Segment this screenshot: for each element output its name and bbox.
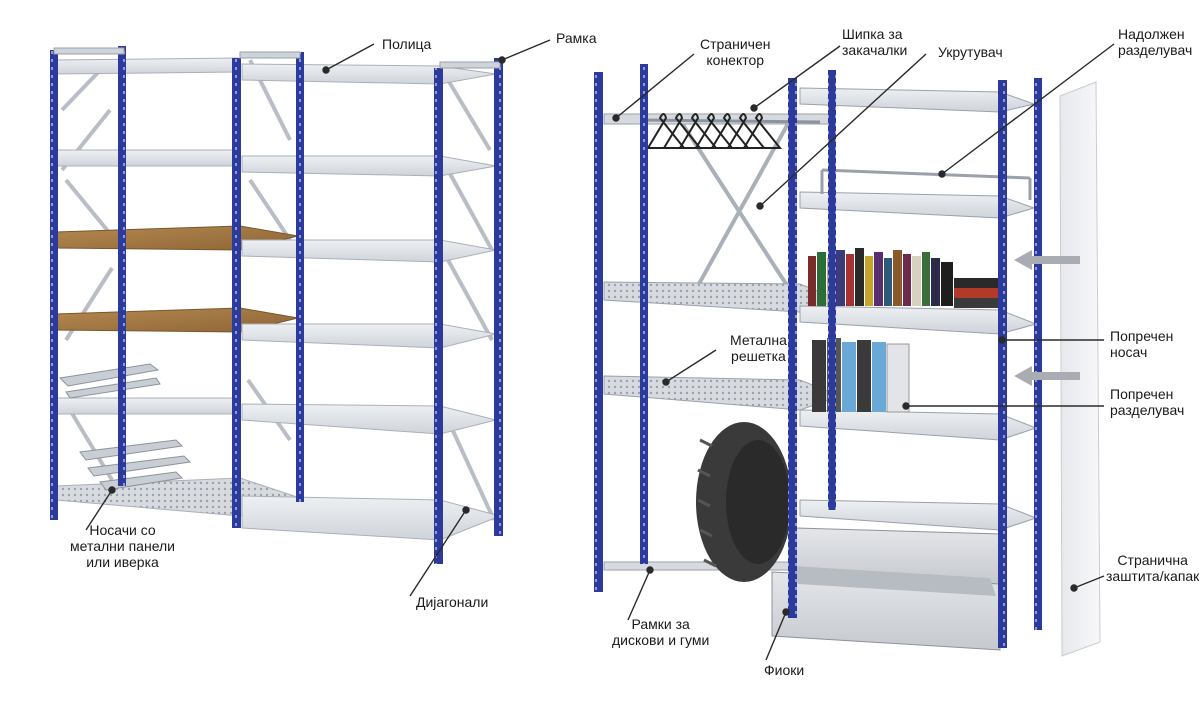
hangers	[646, 113, 783, 149]
side-cover-panel	[1059, 81, 1101, 657]
label-diagonals: Дијагонали	[416, 594, 489, 610]
leader-lines	[85, 39, 1115, 661]
label-top-divider: Надолжен разделувач	[1118, 26, 1193, 58]
label-frame: Рамка	[556, 30, 597, 46]
drawers	[771, 527, 1001, 651]
right-uprights	[594, 64, 1042, 648]
label-metal-grid: Метална решетка	[730, 332, 787, 364]
label-side-connector: Страничен конектор	[700, 36, 771, 68]
left-uprights	[50, 46, 503, 564]
label-side-cover: Странична заштита/капак	[1106, 552, 1200, 584]
hanger-rod	[603, 113, 833, 125]
right-unit-right-bay	[799, 87, 1038, 531]
label-cross-beam: Попречен носач	[1110, 328, 1174, 360]
tire	[696, 422, 792, 582]
label-drawers: Фиоки	[764, 662, 805, 678]
panel-support-brackets	[58, 363, 192, 491]
left-shelving-unit	[50, 46, 503, 564]
label-stiffener: Укрутувач	[938, 44, 1003, 60]
right-bay-shelves	[241, 63, 502, 541]
label-shelf: Полица	[382, 36, 432, 52]
label-rim-frames: Рамки за дискови и гуми	[612, 616, 710, 648]
books	[808, 248, 1000, 308]
arrow-markers	[1014, 250, 1080, 386]
label-hanger-rod: Шипка за закачалки	[842, 26, 908, 58]
right-unit-left-bay	[603, 281, 842, 571]
label-panel-supports: Носачи со метални панели или иверка	[70, 522, 176, 570]
label-cross-divider: Попречен разделувач	[1110, 386, 1185, 418]
left-top-rails	[53, 47, 501, 69]
right-shelving-unit	[594, 64, 1101, 657]
